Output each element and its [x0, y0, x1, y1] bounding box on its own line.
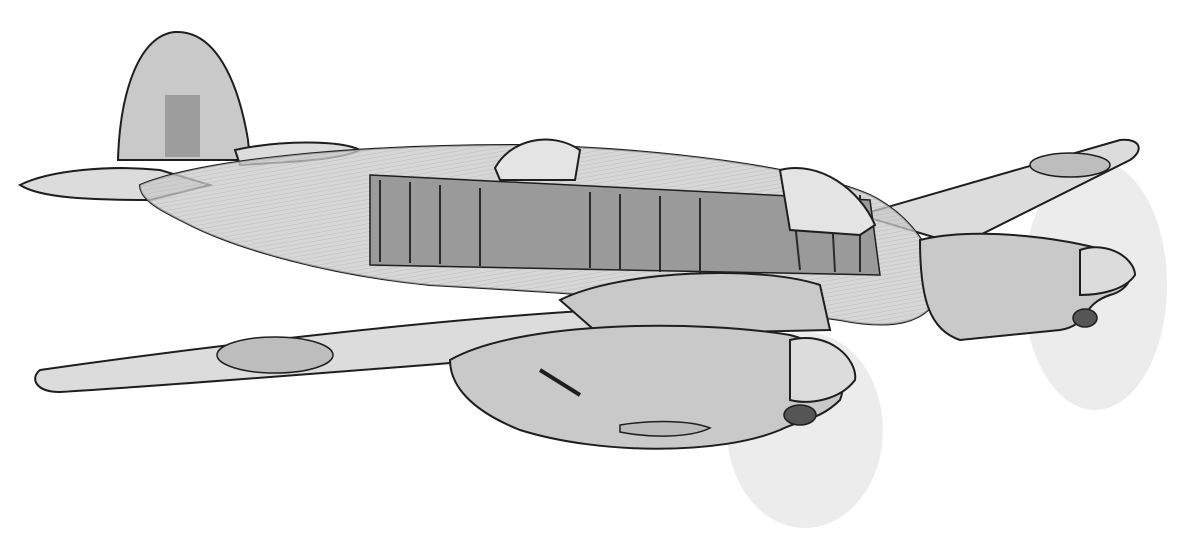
landing-gear-strut — [538, 368, 582, 397]
right-spinner — [1079, 246, 1137, 297]
left-air-intake — [783, 404, 817, 426]
wing-root — [558, 272, 832, 337]
right-air-intake — [1072, 308, 1098, 328]
cockpit-canopy — [493, 138, 582, 181]
left-spinner — [789, 337, 857, 403]
nose-glazing — [778, 167, 877, 237]
rudder-panel — [165, 95, 200, 157]
exhaust-fairing — [619, 420, 712, 437]
right-wing-roundel — [1029, 152, 1111, 178]
left-wing-roundel — [216, 336, 334, 374]
cutaway-interior — [369, 174, 881, 276]
